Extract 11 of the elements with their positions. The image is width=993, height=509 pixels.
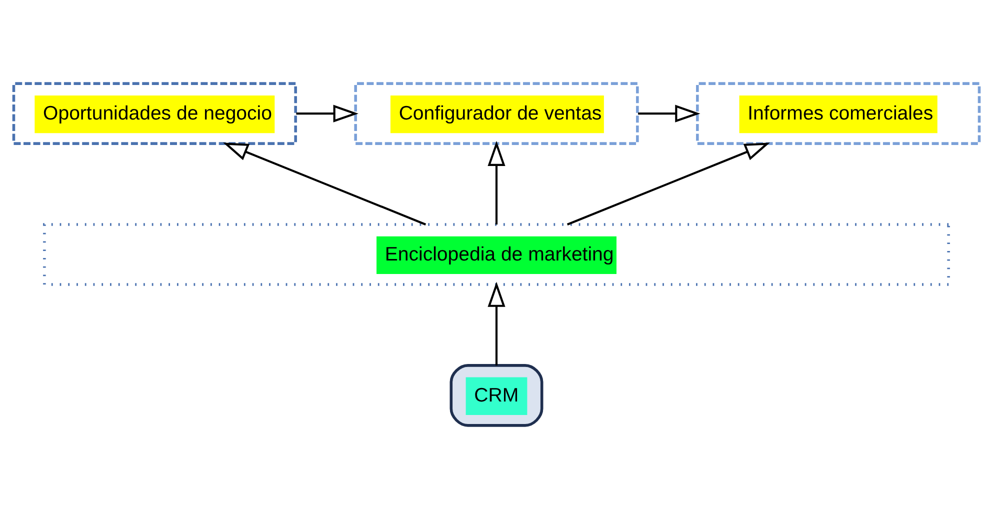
node-box: Oportunidades de negocio <box>12 82 297 145</box>
arrow <box>566 142 770 226</box>
node-box: CRM <box>450 364 544 427</box>
arrow <box>488 282 506 366</box>
node-box: Enciclopedia de marketing <box>43 223 950 286</box>
arrow <box>296 104 358 122</box>
node-box: Configurador de ventas <box>354 82 639 145</box>
arrow <box>638 104 700 122</box>
arrow <box>488 140 506 224</box>
arrow <box>223 142 426 226</box>
node-box: Informes comerciales <box>696 82 981 145</box>
